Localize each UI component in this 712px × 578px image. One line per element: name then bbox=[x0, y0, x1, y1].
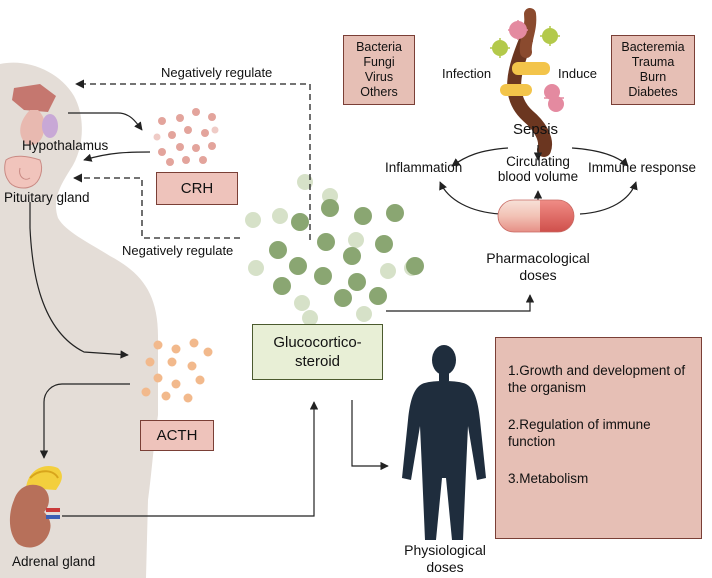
pharmacological-line2: doses bbox=[519, 267, 557, 283]
cause-item: Diabetes bbox=[628, 85, 678, 99]
circulating-line1: Circulating bbox=[506, 154, 570, 169]
induce-label: Induce bbox=[558, 66, 598, 81]
cause-item: Burn bbox=[639, 70, 667, 84]
sepsis-label: Sepsis bbox=[513, 121, 559, 138]
arrow-sepsis-to-immune bbox=[571, 147, 629, 167]
negatively-regulate-top-label: Negatively regulate bbox=[161, 65, 273, 80]
pathogen-item: Fungi bbox=[363, 55, 395, 69]
function-item: 1.Growth and development of the organism bbox=[508, 363, 686, 395]
dashed-feedback-hypothalamus bbox=[75, 79, 311, 240]
dashed-feedback-pituitary bbox=[73, 173, 240, 239]
pathogens-box: Bacteria Fungi Virus Others bbox=[343, 35, 415, 105]
physiological-functions-box: 1.Growth and development of the organism… bbox=[495, 337, 702, 539]
pituitary-gland-label: Pituitary gland bbox=[4, 190, 90, 205]
pharmacological-line1: Pharmacological bbox=[486, 250, 590, 266]
physiological-doses-label: Physiological doses bbox=[390, 542, 500, 576]
physiological-line2: doses bbox=[426, 559, 464, 575]
cause-item: Trauma bbox=[631, 55, 675, 69]
capsule-pill-icon bbox=[497, 199, 575, 233]
pharmacological-doses-label: Pharmacological doses bbox=[470, 250, 606, 284]
arrow-molecules-to-pharmacological bbox=[386, 294, 535, 312]
infection-label: Infection bbox=[442, 66, 492, 81]
pathogen-item: Bacteria bbox=[356, 40, 402, 54]
acth-box: ACTH bbox=[140, 420, 214, 451]
arrow-pituitary-to-acth bbox=[29, 202, 129, 359]
glucocorticosteroid-box: Glucocortico- steroid bbox=[252, 324, 383, 380]
function-item: 3.Metabolism bbox=[508, 471, 589, 486]
glucocorticosteroid-line2: steroid bbox=[294, 353, 341, 370]
arrow-acth-to-adrenal bbox=[39, 383, 130, 459]
arrow-sepsis-to-inflammation bbox=[451, 147, 509, 167]
glucocorticosteroid-line1: Glucocortico- bbox=[273, 334, 362, 351]
human-figure-icon bbox=[402, 345, 486, 540]
adrenal-gland-icon bbox=[9, 466, 62, 548]
hypothalamus-label: Hypothalamus bbox=[22, 138, 109, 153]
arrow-glucocorticosteroid-to-physiological bbox=[351, 400, 389, 471]
circulating-line2: blood volume bbox=[497, 169, 579, 184]
arrow-adrenal-to-glucocorticosteroid bbox=[62, 401, 319, 517]
pathogen-item: Others bbox=[360, 85, 398, 99]
hypothalamus-organ-icon bbox=[12, 84, 58, 146]
pituitary-gland-icon bbox=[4, 155, 43, 189]
function-item: 2.Regulation of immune function bbox=[508, 417, 651, 449]
adrenal-gland-label: Adrenal gland bbox=[12, 554, 96, 569]
arrow-hypothalamus-to-crh bbox=[68, 112, 143, 131]
body-silhouette bbox=[0, 62, 158, 578]
pathogen-illustration bbox=[490, 8, 564, 157]
crh-molecules bbox=[153, 108, 219, 166]
inflammation-label: Inflammation bbox=[385, 160, 463, 175]
arrow-pill-to-immune bbox=[579, 181, 638, 215]
crh-box: CRH bbox=[156, 172, 238, 205]
acth-molecules bbox=[141, 338, 213, 403]
glucocorticosteroid-molecules bbox=[245, 174, 424, 326]
causes-box: Bacteremia Trauma Burn Diabetes bbox=[611, 35, 695, 105]
pathogen-item: Virus bbox=[364, 70, 394, 84]
cause-item: Bacteremia bbox=[621, 40, 685, 54]
circulating-blood-volume-label: Circulating blood volume bbox=[488, 154, 588, 184]
arrow-crh-to-pituitary bbox=[83, 151, 151, 162]
physiological-line1: Physiological bbox=[404, 542, 486, 558]
arrow-pill-to-inflammation bbox=[439, 181, 501, 215]
negatively-regulate-bottom-label: Negatively regulate bbox=[122, 243, 234, 258]
immune-response-label: Immune response bbox=[588, 160, 697, 175]
